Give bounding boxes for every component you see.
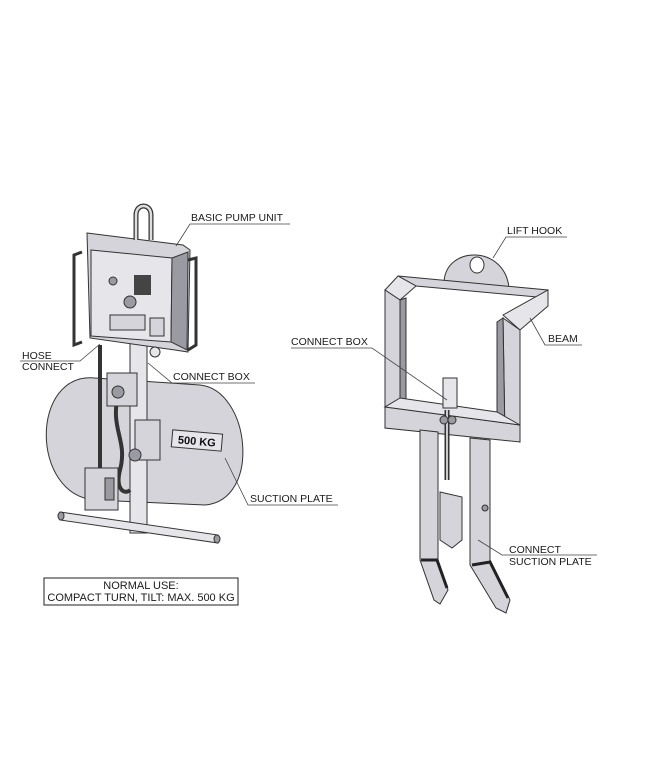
weight-tag: 500 KG: [170, 429, 224, 452]
label-lift-hook: LIFT HOOK: [492, 225, 567, 259]
leg-right: [469, 437, 511, 614]
label-text: HOSE: [22, 350, 52, 362]
label-basic-pump-unit: BASIC PUMP UNIT: [175, 212, 290, 247]
label-text: CONNECT: [22, 361, 75, 373]
top-hook-loop: [133, 203, 154, 240]
label-connect-box-right: CONNECT BOX: [291, 336, 448, 401]
right-lifting-frame: LIFT HOOK CONNECT BOX BEAM CONNECT SUCTI…: [291, 225, 597, 614]
hose: [113, 394, 132, 494]
left-vacuum-lifter: 500 KG: [20, 203, 338, 606]
label-suction-plate: SUCTION PLATE: [224, 457, 338, 506]
label-text: LIFT HOOK: [507, 225, 562, 237]
note-line-1: NORMAL USE:: [103, 580, 178, 592]
connect-box: [442, 377, 458, 409]
label-text: SUCTION PLATE: [509, 556, 592, 568]
label-text: CONNECT BOX: [291, 336, 368, 348]
label-text: BASIC PUMP UNIT: [191, 212, 284, 224]
normal-use-note: NORMAL USE: COMPACT TURN, TILT: MAX. 500…: [43, 577, 239, 606]
weight-tag-text: 500 KG: [177, 434, 216, 449]
label-text: CONNECT: [509, 544, 562, 556]
label-text: BEAM: [548, 333, 578, 345]
label-connect-box-left: CONNECT BOX: [147, 362, 255, 384]
beam: [502, 289, 549, 331]
label-connect-suction-plate: CONNECT SUCTION PLATE: [477, 539, 597, 568]
basic-pump-unit: [72, 203, 198, 358]
label-text: SUCTION PLATE: [250, 493, 333, 505]
label-hose-connect: HOSE CONNECT: [20, 343, 101, 373]
label-beam: BEAM: [529, 317, 582, 346]
label-text: CONNECT BOX: [173, 371, 250, 383]
note-line-2: COMPACT TURN, TILT: MAX. 500 KG: [47, 592, 234, 604]
